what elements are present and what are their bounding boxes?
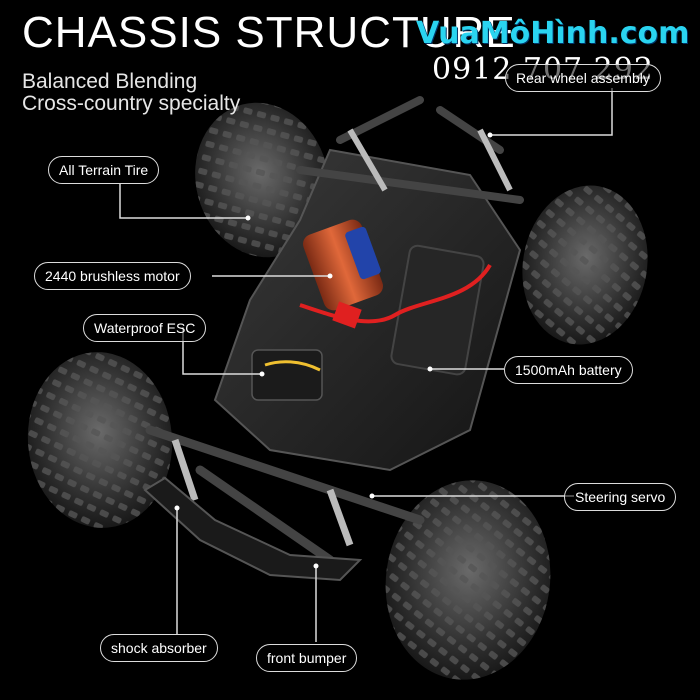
label-shock-absorber: shock absorber bbox=[100, 634, 218, 662]
front-bumper-illustration bbox=[143, 476, 363, 582]
callout-lines bbox=[119, 88, 613, 642]
front-right-tire bbox=[385, 480, 551, 680]
label-waterproof-esc: Waterproof ESC bbox=[83, 314, 207, 342]
front-left-tire bbox=[27, 352, 173, 528]
page-subtitle-line2: Cross-country specialty bbox=[22, 92, 241, 115]
page-title: CHASSIS STRUCTURE bbox=[22, 8, 516, 57]
label-battery: 1500mAh battery bbox=[504, 356, 633, 384]
watermark-site: VuaMôHình.com bbox=[416, 16, 690, 51]
motor-illustration bbox=[303, 219, 383, 311]
callout-dots bbox=[174, 132, 493, 569]
front-suspension bbox=[145, 425, 425, 565]
label-steering-servo: Steering servo bbox=[564, 483, 677, 511]
label-front-bumper: front bumper bbox=[256, 644, 358, 672]
rear-shock bbox=[347, 128, 513, 192]
label-brushless-motor: 2440 brushless motor bbox=[34, 262, 191, 290]
rear-right-tire bbox=[522, 185, 648, 345]
battery-illustration bbox=[299, 244, 492, 376]
label-rear-wheel: Rear wheel assembly bbox=[505, 64, 661, 92]
label-all-terrain-tire: All Terrain Tire bbox=[48, 156, 160, 184]
page-subtitle-line1: Balanced Blending bbox=[22, 70, 198, 93]
front-shock bbox=[171, 438, 354, 547]
